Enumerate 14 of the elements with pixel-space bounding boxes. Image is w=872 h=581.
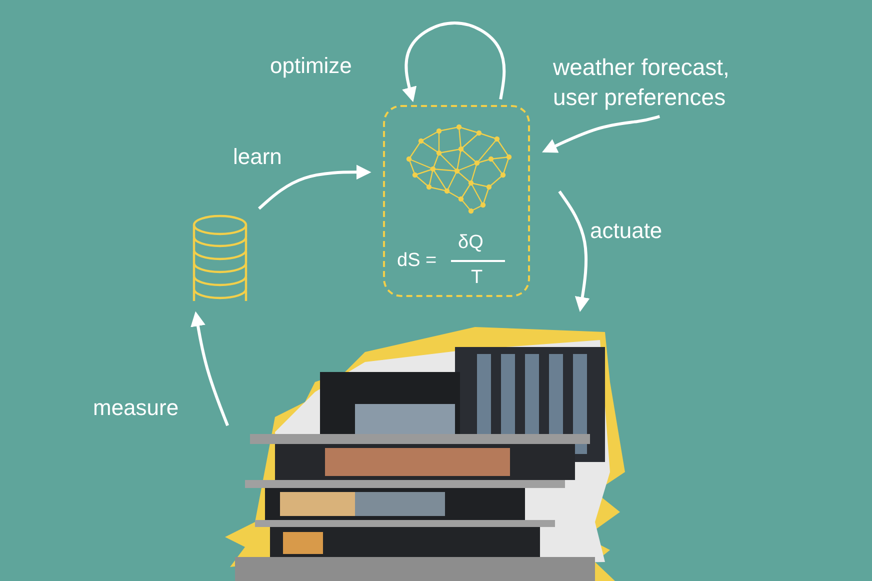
formula-text: dS = xyxy=(397,249,437,273)
edge-label: optimize xyxy=(270,52,352,80)
edge-label: measure xyxy=(93,394,179,422)
curved-arrow xyxy=(558,190,590,312)
curved-arrow xyxy=(190,311,229,426)
edge-label: learn xyxy=(233,143,282,171)
formula-numerator: δQ xyxy=(458,231,484,255)
curved-arrow xyxy=(258,164,372,210)
curved-arrow xyxy=(402,22,506,102)
formula-denominator: T xyxy=(471,266,483,290)
dashed-frame xyxy=(383,105,530,297)
edge-label: actuate xyxy=(590,217,662,245)
input-text: weather forecast, user preferences xyxy=(553,53,730,112)
curved-arrow xyxy=(542,115,660,153)
